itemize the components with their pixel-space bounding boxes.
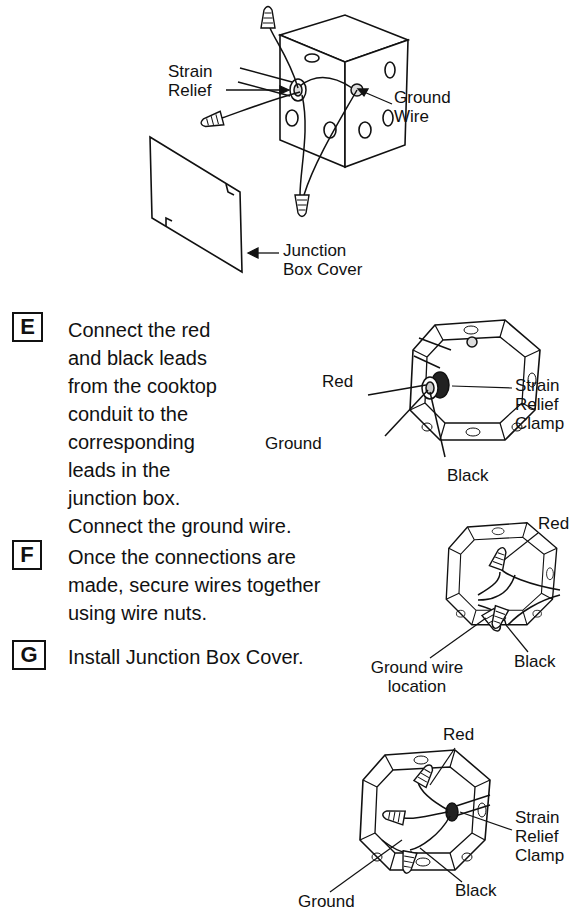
leader-lines [330, 748, 512, 892]
wire-label: Red [538, 514, 578, 533]
junction-box-cover [150, 137, 242, 272]
wire-label: Black [447, 466, 502, 485]
part-label: Strain Relief Clamp [515, 376, 577, 433]
part-label: Strain Relief Clamp [515, 808, 577, 865]
part-label: Junction Box Cover [283, 241, 378, 279]
leader-lines [226, 86, 392, 258]
wire-label: Black [455, 881, 510, 900]
step-letter: F [20, 542, 33, 567]
leader-lines [430, 533, 538, 658]
wire-label: Red [322, 372, 362, 391]
step-text: Install Junction Box Cover. [68, 643, 348, 671]
conduit-connection [368, 337, 477, 457]
step-letter-box: E [12, 312, 43, 342]
step-letter: G [20, 642, 37, 667]
part-label: Strain Relief [168, 62, 230, 100]
step-text: Once the connections are made, secure wi… [68, 543, 346, 627]
junction-box [280, 15, 408, 167]
wire-label: Black [514, 652, 569, 671]
step-letter: E [20, 314, 35, 339]
step-text: Connect the red and black leads from the… [68, 316, 238, 512]
part-label: Ground wire location [362, 658, 472, 696]
conduit-and-wires [222, 28, 363, 195]
leader-lines [452, 386, 512, 388]
wire-label: Red [443, 725, 483, 744]
step-text: Connect the ground wire. [68, 512, 348, 540]
step-letter-box: G [12, 640, 46, 670]
wire-label: Ground [265, 434, 335, 453]
wire-label: Ground [298, 892, 368, 911]
part-label: Ground Wire [394, 88, 456, 126]
step-letter-box: F [12, 540, 42, 570]
